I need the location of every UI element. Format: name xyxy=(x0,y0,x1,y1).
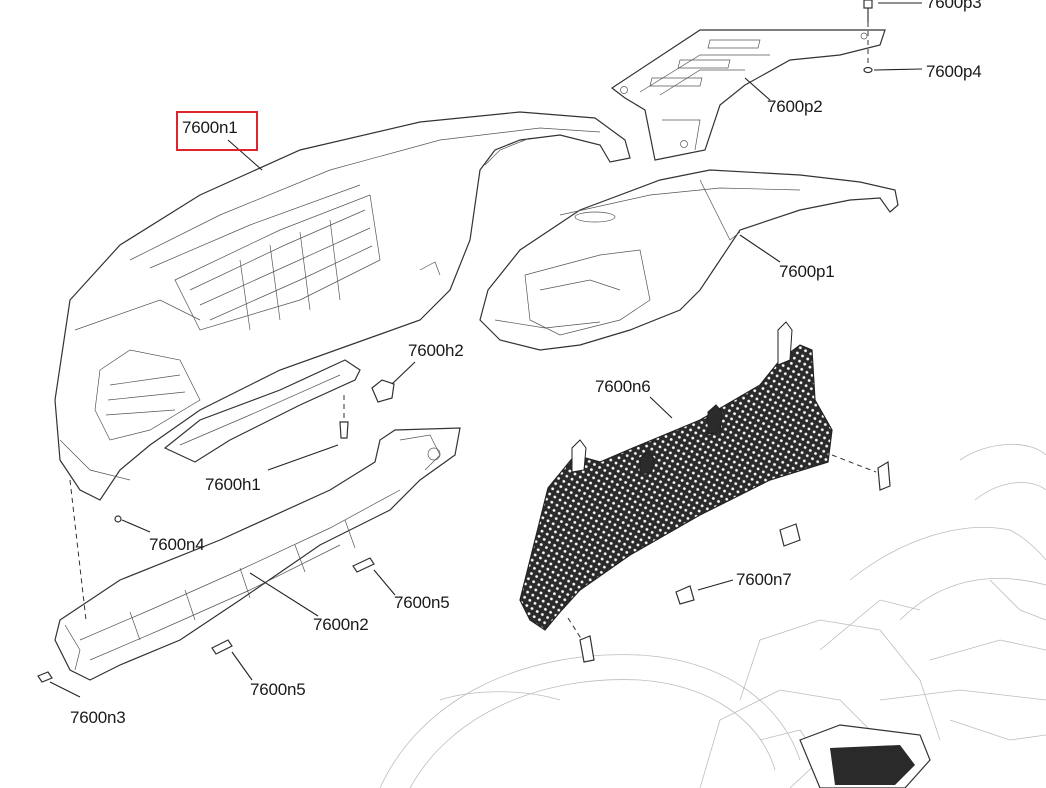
callout-7600n2[interactable]: 7600n2 xyxy=(313,615,369,634)
part-7600n4 xyxy=(114,515,122,523)
part-7600n7-c xyxy=(675,585,695,605)
part-7600n7-b xyxy=(779,523,801,547)
part-7600n7-d xyxy=(579,635,595,663)
callout-7600n5-upper[interactable]: 7600n5 xyxy=(394,593,450,612)
callout-7600p1[interactable]: 7600p1 xyxy=(779,262,835,281)
fasteners-7600p3-p4 xyxy=(863,0,873,74)
callout-7600n3[interactable]: 7600n3 xyxy=(70,708,126,727)
callout-7600n4[interactable]: 7600n4 xyxy=(149,535,205,554)
callout-7600n6[interactable]: 7600n6 xyxy=(595,377,651,396)
part-7600n5-b xyxy=(211,639,233,655)
part-7600p1 xyxy=(479,169,899,351)
dash-line-bottom xyxy=(567,617,583,641)
callout-7600n7[interactable]: 7600n7 xyxy=(736,570,792,589)
vehicle-background-outline xyxy=(379,443,1046,788)
dark-bracket-fill xyxy=(830,745,915,785)
part-7600n1-front-fascia xyxy=(54,111,631,501)
callout-7600h1[interactable]: 7600h1 xyxy=(205,475,261,494)
callout-7600n5-lower[interactable]: 7600n5 xyxy=(250,680,306,699)
part-7600n3 xyxy=(37,671,53,683)
callout-leader-lines xyxy=(49,2,923,698)
part-7600p2 xyxy=(610,29,886,161)
highlight-box xyxy=(176,111,258,151)
dash-line-left xyxy=(69,479,87,621)
part-7600n6-mesh xyxy=(519,321,833,631)
callout-7600p2[interactable]: 7600p2 xyxy=(767,97,823,116)
callout-7600p4[interactable]: 7600p4 xyxy=(926,62,982,81)
callout-7600p3[interactable]: 7600p3 xyxy=(926,0,982,12)
dash-line-right xyxy=(831,454,877,473)
part-7600n2-lower-lip xyxy=(54,427,461,681)
callout-7600n1[interactable]: 7600n1 xyxy=(182,118,238,137)
part-7600h1 xyxy=(163,359,361,463)
part-7600n5-a xyxy=(352,557,375,573)
part-7600n7-a xyxy=(877,460,891,491)
callout-7600h2[interactable]: 7600h2 xyxy=(408,341,464,360)
part-7600h2 xyxy=(339,379,395,439)
